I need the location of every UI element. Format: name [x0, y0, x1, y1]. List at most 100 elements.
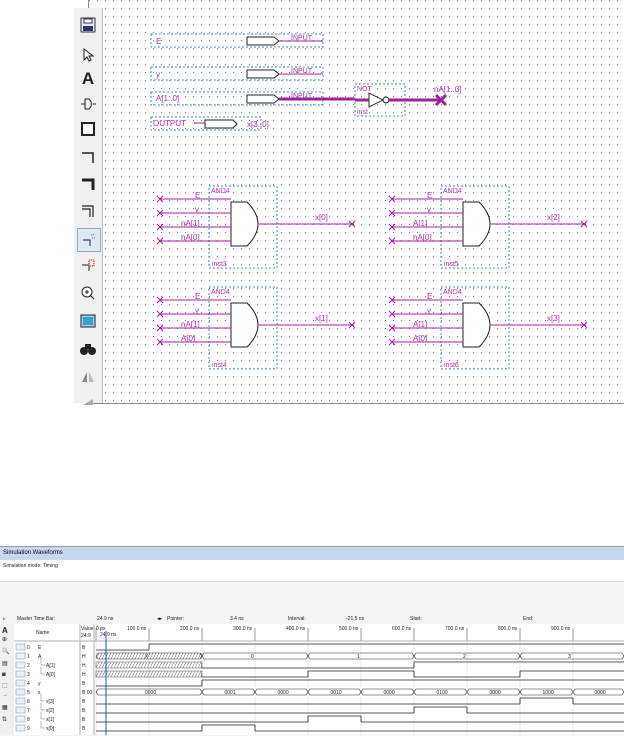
- symbol-icon[interactable]: [77, 93, 99, 115]
- input-pin-a[interactable]: A[1..0] INPUT: [150, 91, 355, 106]
- output-x-icon: [580, 220, 588, 228]
- input-pin-e[interactable]: E INPUT: [150, 33, 324, 48]
- time-tick-label: 600.0 ns: [392, 626, 412, 632]
- row-pin-icon: [15, 715, 26, 723]
- row-index: 3: [27, 672, 30, 678]
- block-icon[interactable]: [77, 118, 99, 140]
- sort-tool-icon[interactable]: ⇅: [2, 717, 8, 723]
- and-gates: AND4inst3EynA[1]nA[0]x[0]AND4inst5EyA[1]…: [156, 185, 588, 370]
- grid-tool-icon[interactable]: ▦: [2, 705, 8, 711]
- flip-horizontal-icon[interactable]: [77, 366, 99, 388]
- rubberbanding-icon[interactable]: [77, 228, 101, 252]
- and-input-label: nA[0]: [413, 233, 432, 242]
- time-tick-label: 900.0 ns: [551, 626, 571, 632]
- row-value: B: [82, 726, 86, 732]
- zoom-tool-icon[interactable]: 🔍: [2, 649, 10, 655]
- and-input-label: E: [195, 191, 200, 200]
- output-name: x[3..0]: [247, 120, 269, 129]
- row-index: 6: [27, 699, 30, 705]
- input-a-name: A[1..0]: [156, 94, 179, 103]
- time-tick-label: 0 ps: [96, 626, 106, 632]
- row-name: A[1]: [46, 663, 56, 669]
- row-pin-icon: [15, 661, 26, 669]
- pointer-icon[interactable]: [77, 44, 99, 66]
- and-gate-type: AND4: [211, 188, 230, 195]
- row-pin-icon: [15, 688, 26, 696]
- end-label: End:: [523, 616, 534, 622]
- input-x-icon: [388, 195, 396, 203]
- and-output-label: x[3]: [547, 314, 560, 323]
- and-output-label: x[2]: [547, 213, 560, 222]
- copy-icon[interactable]: ▤: [2, 661, 8, 667]
- time-tick-label: 700.0 ns: [445, 626, 465, 632]
- arrow-tool-icon[interactable]: →: [2, 692, 8, 698]
- full-screen-icon[interactable]: [77, 310, 99, 332]
- input-y-name: y: [156, 70, 160, 79]
- row-name: A[0]: [46, 672, 56, 678]
- row-pin-icon: [15, 670, 26, 678]
- partial-line-icon[interactable]: [77, 254, 99, 276]
- zoom-icon[interactable]: [77, 282, 99, 304]
- find-icon[interactable]: [77, 338, 99, 360]
- output-pin[interactable]: OUTPUT x[3..0]: [150, 116, 269, 131]
- and-input-label: nA[0]: [181, 233, 200, 242]
- pointer-value: 3.4 ns: [230, 616, 244, 622]
- not-gate-instance: inst: [357, 109, 368, 116]
- time-tick-label: 800.0 ns: [498, 626, 518, 632]
- bus-value: 1000: [543, 690, 554, 696]
- bus-value: X: [145, 654, 149, 660]
- row-name: x[1]: [46, 717, 55, 723]
- input-x-icon: [156, 209, 164, 217]
- save-icon[interactable]: [77, 14, 99, 36]
- orthogonal-conduit-icon[interactable]: [77, 200, 99, 222]
- waveform-row-A[0][interactable]: 3 A[0] H: [15, 667, 624, 678]
- row-index: 4: [27, 681, 30, 687]
- not-gate-type: NOT: [357, 86, 373, 93]
- replace-tool-icon[interactable]: ⬚: [2, 683, 8, 689]
- node-finder-icon[interactable]: ⊕: [2, 637, 8, 643]
- time-bar-arrows[interactable]: ◂▸: [157, 616, 163, 622]
- master-time-bar-value[interactable]: 24.9 ns: [97, 616, 114, 622]
- row-value: H: [82, 672, 86, 678]
- text-tool-icon[interactable]: A: [2, 626, 8, 635]
- bus-value: 0001: [225, 690, 236, 696]
- input-x-icon: [388, 223, 396, 231]
- orthogonal-bus-icon[interactable]: [77, 173, 99, 195]
- input-pin-y[interactable]: y INPUT: [150, 66, 324, 81]
- pointer-tool-icon[interactable]: ▹: [3, 616, 6, 622]
- time-tick-label: 300.0 ns: [233, 626, 253, 632]
- input-x-icon: [156, 310, 164, 318]
- input-x-icon: [388, 296, 396, 304]
- bus-value: 0000: [490, 690, 501, 696]
- input-e-name: E: [156, 37, 161, 46]
- output-x-icon: [580, 321, 588, 329]
- flip-vertical-icon[interactable]: [77, 390, 99, 412]
- and-input-label: y: [195, 306, 199, 315]
- master-time-bar-label: Master Time Bar:: [17, 616, 56, 622]
- row-index: 5: [27, 690, 30, 696]
- input-x-icon: [388, 338, 396, 346]
- schematic-canvas[interactable]: E INPUT y INPUT A[1..0] INPUT NOT: [88, 0, 624, 404]
- orthogonal-node-icon[interactable]: [77, 146, 99, 168]
- and-input-label: E: [427, 292, 432, 301]
- row-value: B: [82, 717, 86, 723]
- find-tool-icon[interactable]: ◙: [2, 672, 6, 678]
- and-gate-instance: inst3: [212, 261, 227, 268]
- and-gate-type: AND4: [211, 289, 230, 296]
- not-gate[interactable]: NOT inst nA[1..0]: [354, 83, 462, 117]
- row-pin-icon: [15, 706, 26, 714]
- text-icon[interactable]: A: [81, 69, 95, 88]
